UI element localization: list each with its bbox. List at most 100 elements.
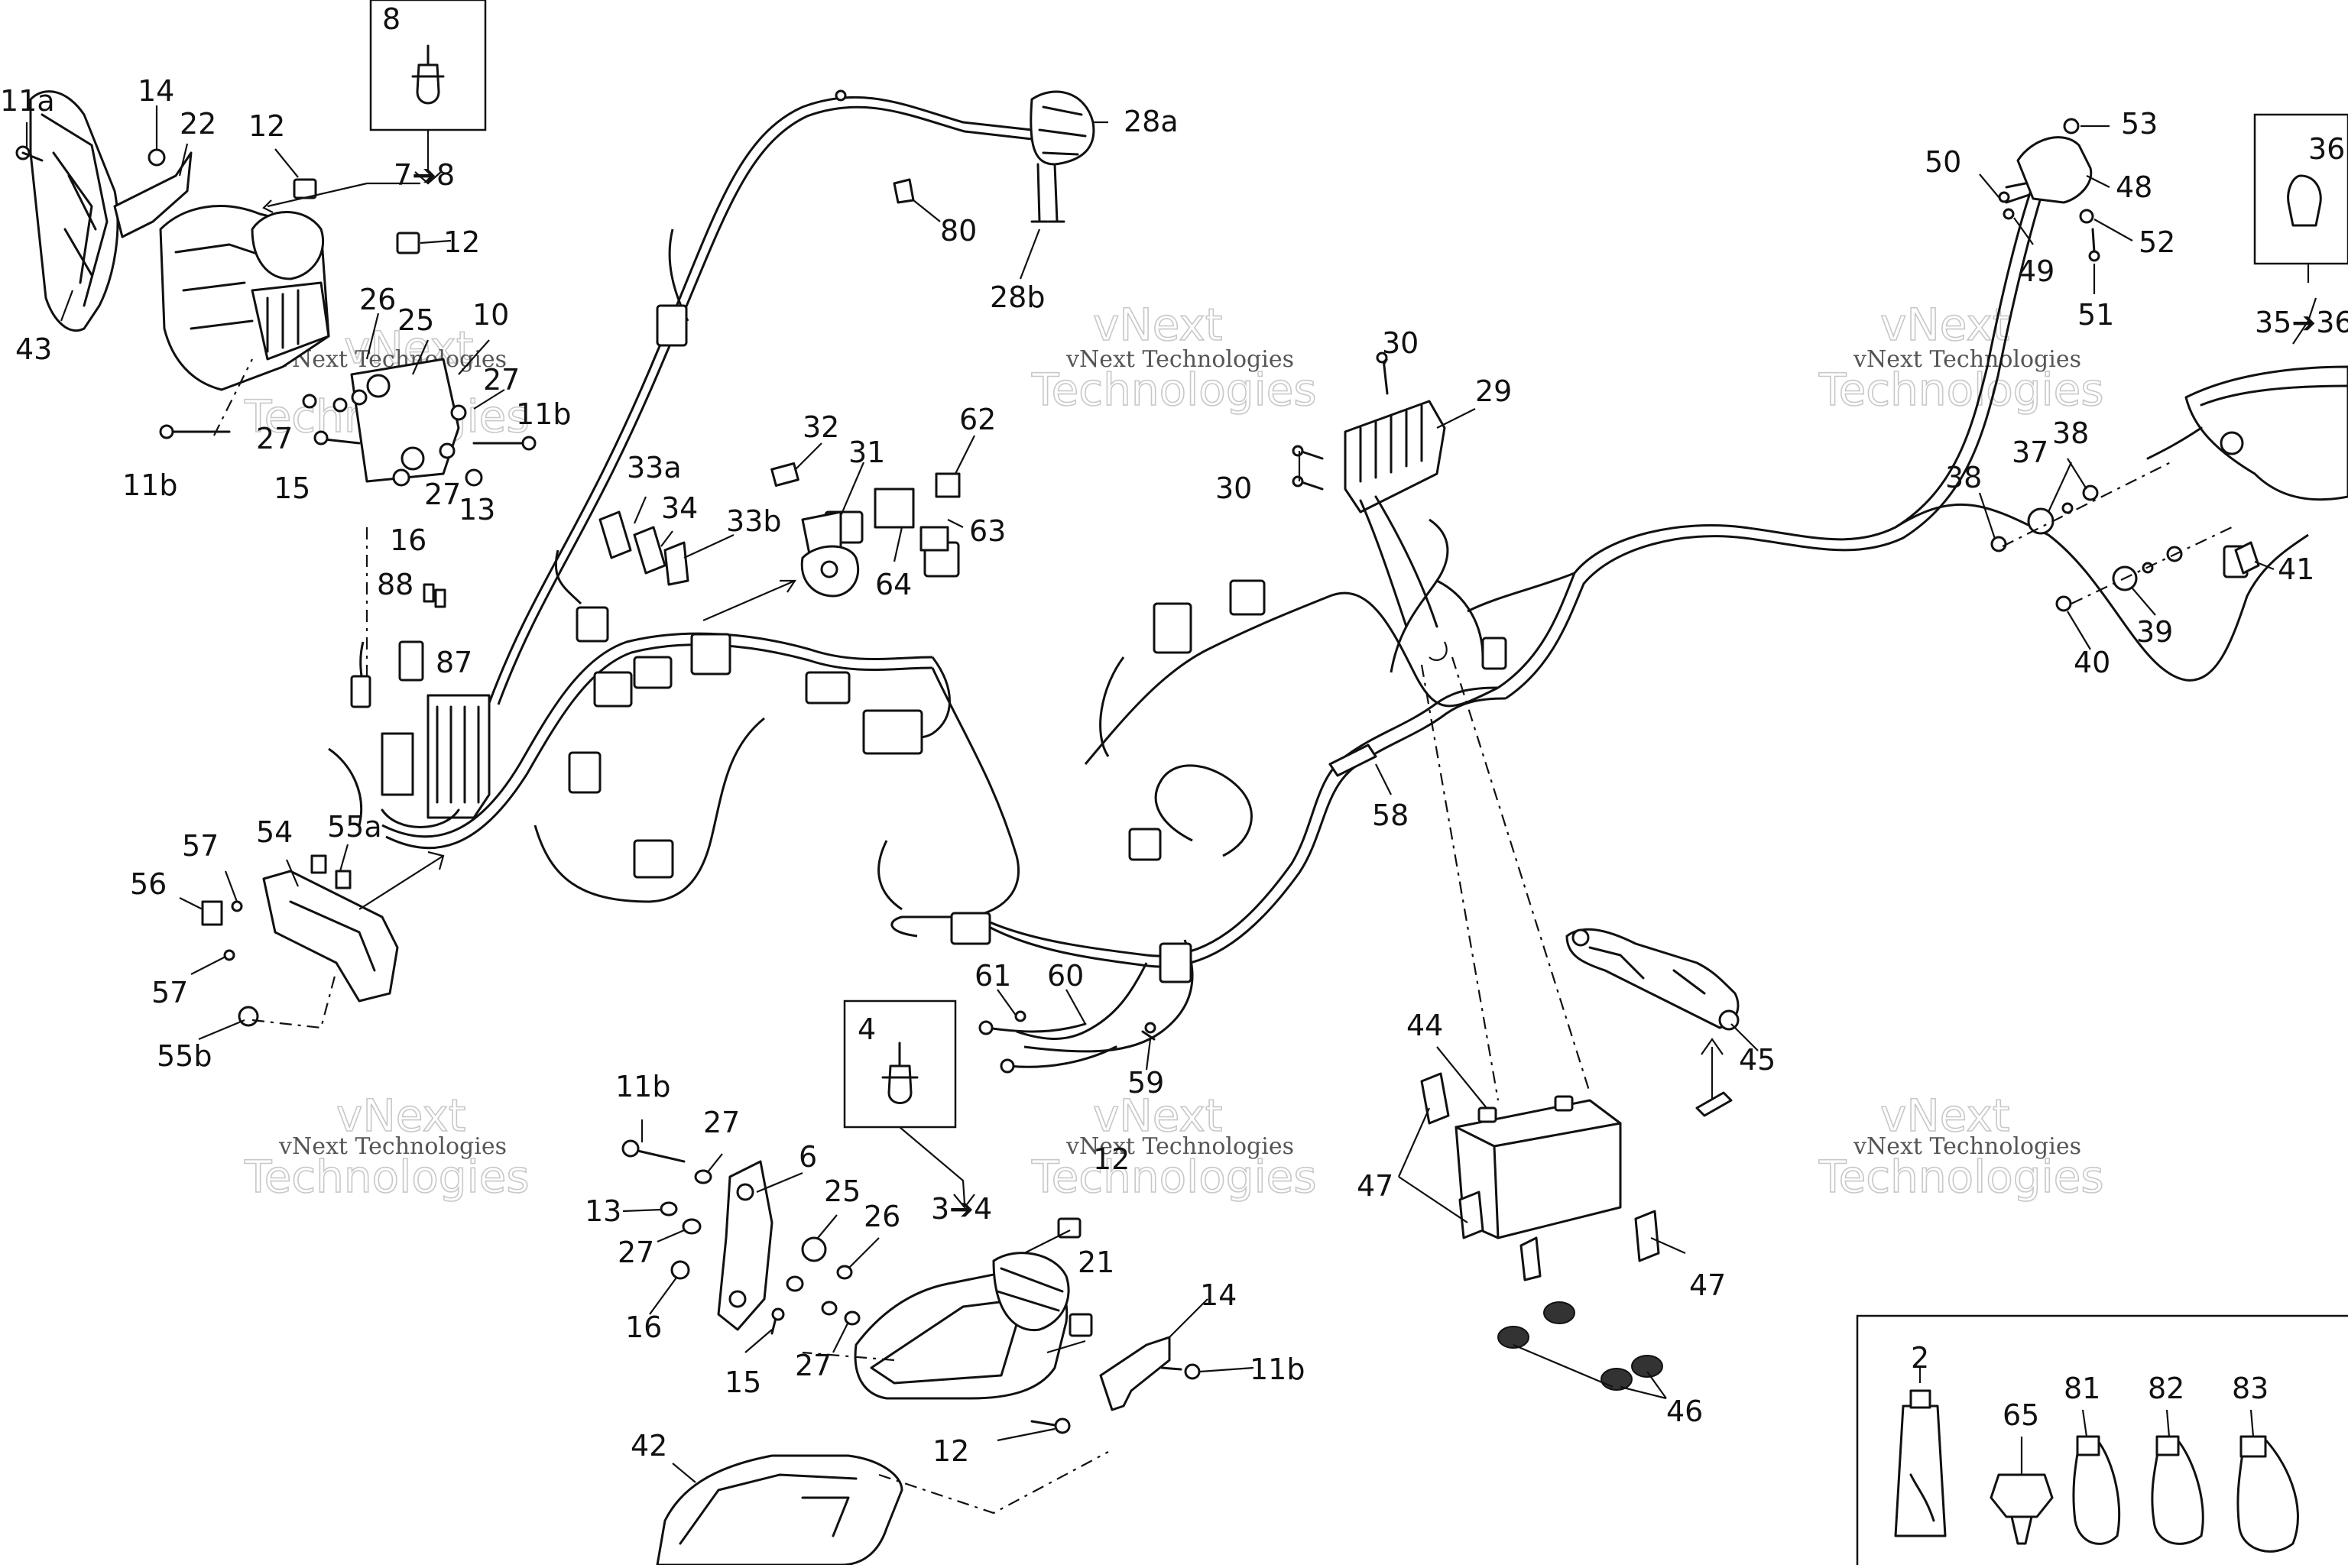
callout-55a: 55a <box>327 810 382 844</box>
watermark-line2: vNext Technologies <box>1065 346 1294 373</box>
callout-44: 44 <box>1406 1009 1443 1042</box>
voltage-regulator-29 <box>1292 352 1448 777</box>
callout-14: 14 <box>138 74 174 108</box>
watermark-line3: Technologies <box>1818 364 2104 416</box>
callout-27: 27 <box>795 1349 832 1382</box>
callout-36: 36 <box>2308 132 2345 166</box>
callout-88: 88 <box>377 568 413 601</box>
callout-11b: 11b <box>516 397 571 431</box>
callout-13: 13 <box>585 1194 621 1228</box>
watermark-group: vNext vNext Technologies Technologies vN… <box>243 298 2104 1204</box>
callout-13: 13 <box>459 493 495 526</box>
callout-25: 25 <box>397 303 434 337</box>
callout-40: 40 <box>2074 646 2110 679</box>
callout-81: 81 <box>2064 1372 2100 1405</box>
battery-44 <box>1420 656 1740 1391</box>
callout-27: 27 <box>483 363 520 397</box>
license-lamp-48 <box>1998 118 2100 262</box>
watermark-line1: vNext <box>1093 299 1222 351</box>
callout-56: 56 <box>130 867 167 901</box>
watermark-line3: Technologies <box>1031 1151 1317 1203</box>
callout-51: 51 <box>2077 298 2114 332</box>
callout-53: 53 <box>2121 107 2158 141</box>
callout-4: 4 <box>858 1012 876 1046</box>
callout-27: 27 <box>618 1236 654 1269</box>
callout-30: 30 <box>1382 326 1419 360</box>
callout-22: 22 <box>180 107 216 141</box>
callout-62: 62 <box>959 403 996 436</box>
callout-11b: 11b <box>122 468 177 502</box>
callout-47: 47 <box>1689 1268 1726 1302</box>
callout-11b: 12 <box>932 1434 969 1468</box>
leader-lines <box>25 105 2275 1483</box>
callout-27: 27 <box>256 422 293 455</box>
callout-12: 12 <box>443 225 480 259</box>
callout-49: 49 <box>2018 254 2054 288</box>
callout-65: 65 <box>2003 1398 2039 1432</box>
callout-7-8: 7➔8 <box>394 158 455 192</box>
callout-labels: 11a 14 22 12 8 7➔8 12 43 26 25 10 27 11b… <box>0 2 2348 1468</box>
callout-43: 43 <box>15 332 52 366</box>
callout-82: 82 <box>2148 1372 2184 1405</box>
callout-63: 63 <box>969 514 1006 548</box>
left-headlight-assembly <box>15 0 537 680</box>
callout-12: 21 <box>1078 1246 1114 1279</box>
callout-58: 58 <box>1372 799 1409 832</box>
callout-35-36: 35➔36 <box>2255 306 2348 339</box>
ignition-switch-area <box>598 462 961 622</box>
ground-wires <box>978 1010 1156 1074</box>
callout-27: 27 <box>703 1106 740 1139</box>
watermark-line1: vNext <box>1880 1090 2009 1142</box>
callout-54: 54 <box>256 815 293 849</box>
callout-61: 61 <box>975 959 1011 993</box>
callout-33b: 33b <box>726 504 781 538</box>
bracket-54 <box>201 850 445 1029</box>
callout-31: 31 <box>848 436 885 469</box>
accessory-kit-box <box>1856 1314 2348 1568</box>
callout-38: 38 <box>2052 416 2089 450</box>
callout-59: 59 <box>1127 1066 1164 1100</box>
callout-50: 50 <box>1925 145 1961 179</box>
callout-60: 60 <box>1047 959 1084 993</box>
callout-25: 25 <box>824 1174 861 1208</box>
watermark-line2: vNext Technologies <box>278 1133 507 1160</box>
callout-80: 80 <box>940 214 977 248</box>
watermark-line1: vNext <box>336 1090 465 1142</box>
watermark: vNext vNext Technologies Technologies <box>243 1089 530 1204</box>
tail-light-35 <box>1990 113 2348 612</box>
watermark: vNext vNext Technologies Technologies <box>243 321 530 443</box>
callout-27: 27 <box>424 478 461 511</box>
callout-30: 30 <box>1215 471 1252 505</box>
watermark: vNext vNext Technologies Technologies <box>1030 1089 1317 1204</box>
callout-16: 16 <box>625 1310 662 1344</box>
watermark-line3: Technologies <box>1818 1151 2104 1203</box>
callout-29: 29 <box>1475 374 1512 408</box>
callout-2: 2 <box>1911 1341 1929 1375</box>
watermark-line3: Technologies <box>1031 364 1317 416</box>
right-headlight-assembly <box>621 999 1201 1566</box>
callout-32: 32 <box>803 410 839 444</box>
callout-42: 42 <box>631 1429 667 1463</box>
watermark: vNext vNext Technologies Technologies <box>1818 298 2104 416</box>
callout-55b: 55b <box>157 1039 212 1073</box>
watermark-line2: vNext Technologies <box>1853 1133 2081 1160</box>
switch-28a <box>893 90 1095 223</box>
callout-37: 37 <box>2012 436 2048 469</box>
callout-8: 8 <box>382 2 401 36</box>
callout-6: 6 <box>799 1140 817 1174</box>
callout-12: 12 <box>1093 1142 1130 1176</box>
callout-83: 83 <box>2232 1372 2269 1405</box>
callout-15: 15 <box>725 1366 761 1399</box>
callout-14: 11b <box>1250 1353 1305 1386</box>
watermark-line2: vNext Technologies <box>1853 346 2081 373</box>
callout-33a: 33a <box>627 451 682 484</box>
watermark-line1: vNext <box>1093 1090 1222 1142</box>
callout-47: 47 <box>1357 1169 1393 1203</box>
callout-39: 39 <box>2136 615 2173 649</box>
callout-15: 15 <box>274 471 310 505</box>
callout-46: 46 <box>1666 1395 1703 1428</box>
callout-57: 57 <box>151 976 188 1009</box>
callout-11a: 11a <box>0 84 55 118</box>
callout-26: 26 <box>864 1200 900 1233</box>
